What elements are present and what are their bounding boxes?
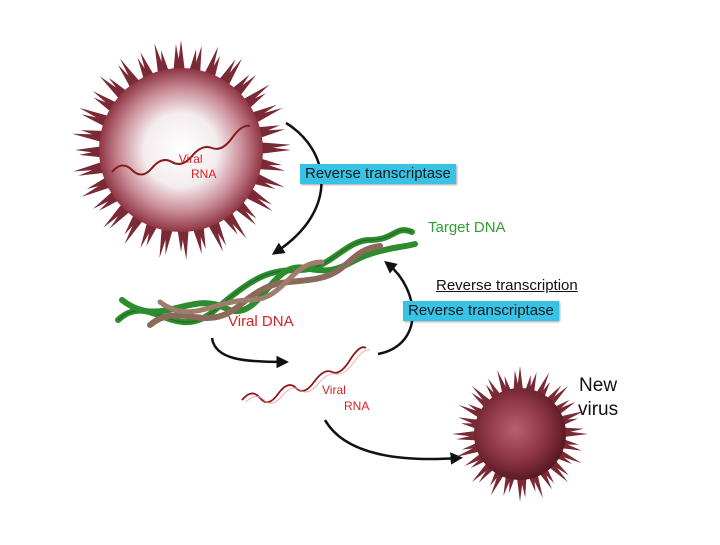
new-virus-label-line2: virus: [578, 399, 619, 420]
reverse-transcriptase-label-top: Reverse transcriptase: [300, 164, 456, 184]
viral-rna-strand-bottom: [241, 346, 367, 404]
new-virus-label-line1: New: [579, 375, 618, 396]
new-virus-body: [474, 388, 566, 480]
viral-dna-strand: [147, 243, 383, 328]
parent-virus: [72, 40, 291, 260]
viral-dna-label: Viral DNA: [228, 313, 294, 330]
target-dna-strand-b: [119, 241, 418, 315]
arrow-dna-to-rna: [210, 337, 289, 369]
dna-double-helix: [115, 227, 418, 328]
viral-rna-label-bottom-line1: Viral: [322, 383, 346, 397]
viral-rna-label-top-line2: RNA: [191, 167, 217, 181]
parent-virus-body: [99, 68, 263, 232]
arrow-rna-to-new-virus: [323, 419, 463, 465]
target-dna-label: Target DNA: [428, 219, 506, 236]
viral-dna-strand-b: [157, 259, 325, 315]
viral-rna-label-bottom-line2: RNA: [344, 399, 370, 413]
viral-rna-strand-top: [111, 124, 251, 176]
new-virus: [452, 366, 588, 502]
viral-rna-label-top-line1: Viral: [178, 152, 203, 166]
reverse-transcription-label: Reverse transcription: [436, 277, 578, 294]
arrow-virus-to-dna: [271, 121, 323, 255]
viral-rna-label-bottom: Viral RNA: [322, 382, 369, 414]
reverse-transcriptase-label-mid: Reverse transcriptase: [403, 301, 559, 321]
viral-rna-label-top: Viral RNA: [165, 152, 217, 182]
new-virus-label: New virus: [578, 374, 618, 422]
